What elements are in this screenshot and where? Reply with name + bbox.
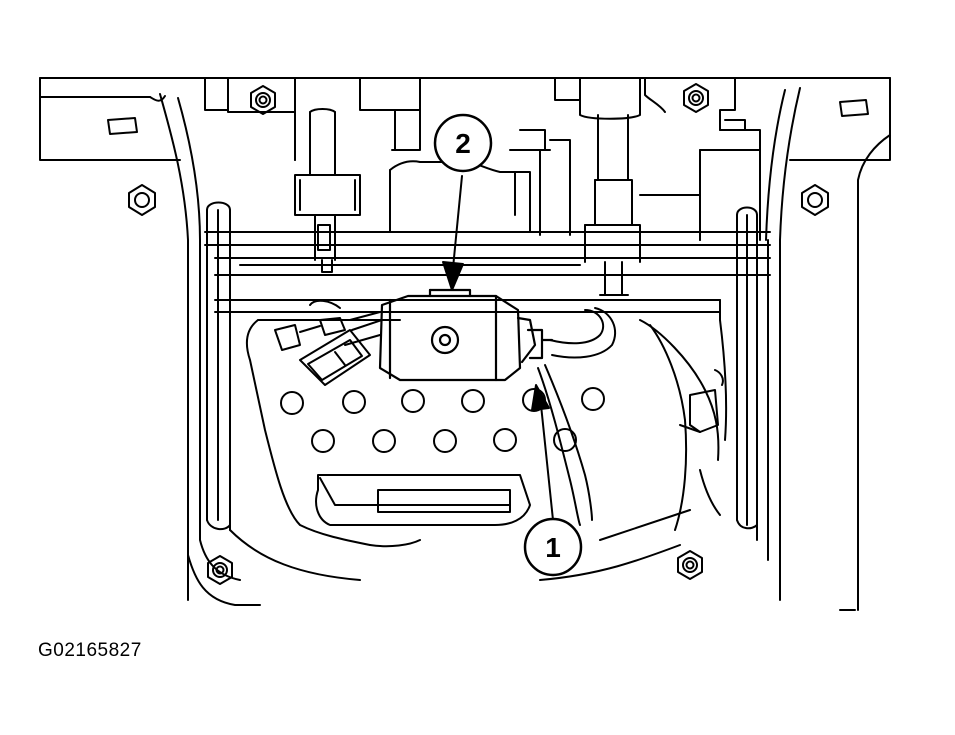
mounting-tabs	[107, 99, 869, 135]
bolt-left	[128, 184, 156, 216]
bolt-top-right	[683, 83, 709, 113]
left-upright	[206, 201, 231, 531]
callout-2-arrowhead	[442, 261, 464, 291]
callout-1: 1	[523, 517, 583, 577]
callout-2-leader	[452, 175, 463, 269]
bolt-top-left	[250, 85, 276, 115]
bolt-bottom-left	[207, 555, 233, 585]
wiring-harness	[537, 307, 617, 526]
right-rod-assembly	[579, 77, 701, 296]
bolt-right	[801, 184, 829, 216]
callout-leaders	[442, 175, 554, 521]
upper-bracket	[204, 77, 761, 241]
outer-frame	[39, 77, 891, 611]
electrical-connector	[274, 299, 383, 386]
figure-id: G02165827	[38, 640, 142, 661]
bolt-bottom-right	[677, 550, 703, 580]
perforated-plate	[229, 319, 728, 581]
right-upright	[736, 206, 758, 541]
right-side-bracket	[679, 369, 724, 433]
bolts	[128, 83, 829, 585]
left-rod-assembly	[294, 108, 361, 273]
callout-1-label: 1	[545, 532, 561, 563]
callout-2-label: 2	[455, 128, 471, 159]
cross-rails	[204, 231, 771, 321]
callout-2: 2	[433, 113, 493, 173]
sensor-actuator	[378, 288, 554, 382]
callout-1-arrowhead	[531, 384, 550, 411]
callout-1-leader	[540, 404, 554, 521]
